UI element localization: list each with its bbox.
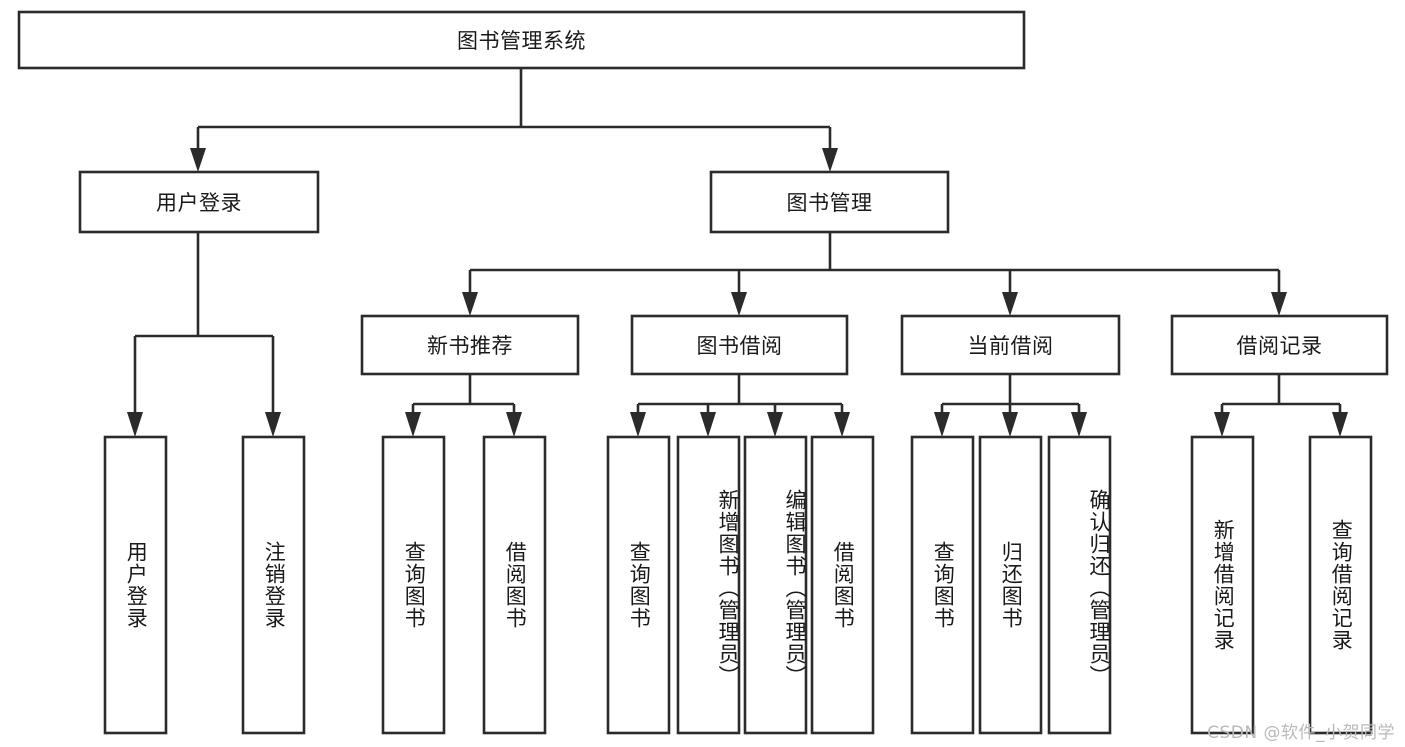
arrow-head-cb-leaf-3	[1071, 412, 1087, 437]
arrow-head-nb-leaf-1	[405, 412, 421, 437]
leaf-box-new-book-1[interactable]	[381, 435, 446, 735]
arrow-head-book-mgmt	[822, 148, 838, 172]
leaf-box-borrow-record-1[interactable]	[1190, 435, 1255, 735]
arrow-head-new-book	[462, 292, 478, 316]
leaf-box-book-borrow-1[interactable]	[606, 435, 671, 735]
arrow-head-bb-leaf-3	[767, 412, 783, 437]
arrow-head-leaf-user-login-2	[265, 412, 281, 437]
arrow-head-bb-leaf-1	[630, 412, 646, 437]
leaf-box-user-login-2[interactable]	[241, 435, 306, 735]
arrow-head-nb-leaf-2	[506, 412, 522, 437]
leaf-box-user-login-1[interactable]	[103, 435, 168, 735]
leaf-box-book-borrow-2[interactable]	[676, 435, 741, 735]
arrow-head-leaf-user-login-1	[127, 412, 143, 437]
watermark-text: CSDN @软件_小贺同学	[1207, 723, 1395, 743]
leaf-box-book-borrow-3[interactable]	[743, 435, 808, 735]
node-box-user-login[interactable]	[78, 170, 320, 234]
leaf-box-new-book-2[interactable]	[482, 435, 547, 735]
leaf-box-current-borrow-3[interactable]	[1047, 435, 1112, 735]
node-box-new-book-recommend[interactable]	[360, 314, 580, 376]
node-box-current-borrow[interactable]	[900, 314, 1121, 376]
node-box-book-management[interactable]	[709, 170, 950, 234]
node-box-root[interactable]	[17, 10, 1026, 70]
arrow-head-book-borrow	[731, 292, 747, 316]
arrow-head-cb-leaf-1	[934, 412, 950, 437]
leaf-box-borrow-record-2[interactable]	[1308, 435, 1373, 735]
leaf-box-book-borrow-4[interactable]	[810, 435, 875, 735]
arrow-head-br-leaf-2	[1332, 412, 1348, 437]
arrow-head-borrow-record	[1271, 292, 1287, 316]
arrow-head-bb-leaf-4	[834, 412, 850, 437]
arrow-head-br-leaf-1	[1214, 412, 1230, 437]
arrow-head-current-borrow	[1002, 292, 1018, 316]
arrow-head-user-login	[190, 148, 206, 172]
leaf-box-current-borrow-1[interactable]	[910, 435, 975, 735]
leaf-box-current-borrow-2[interactable]	[978, 435, 1043, 735]
arrow-head-bb-leaf-2	[700, 412, 716, 437]
arrow-head-cb-leaf-2	[1002, 412, 1018, 437]
node-box-book-borrow[interactable]	[630, 314, 849, 376]
node-box-borrow-record[interactable]	[1170, 314, 1389, 376]
